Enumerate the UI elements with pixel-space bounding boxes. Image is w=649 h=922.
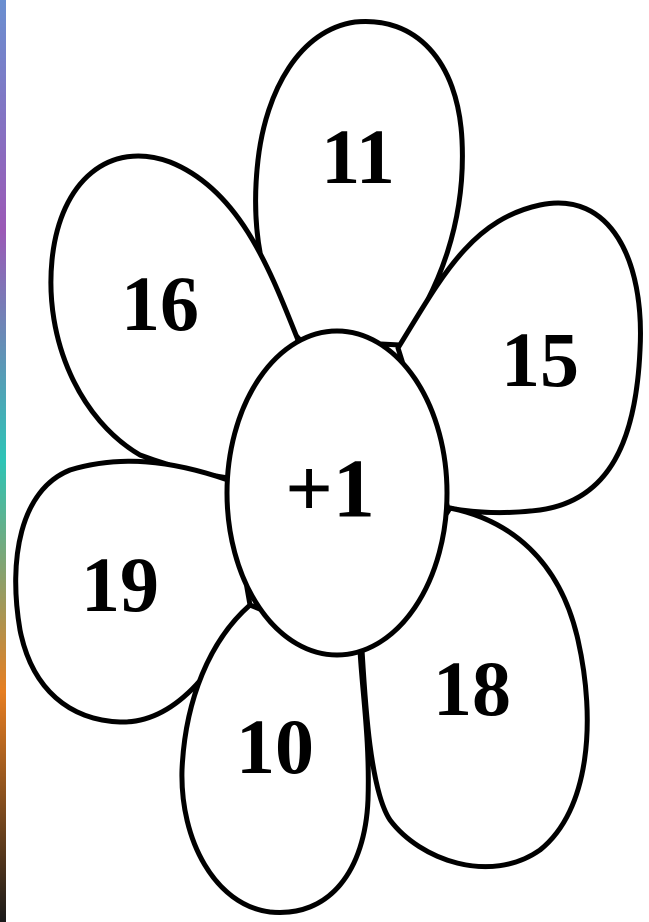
flower-center: +1: [227, 331, 447, 655]
petal-bottom-right-label: 18: [433, 645, 511, 732]
petal-top-label: 11: [321, 113, 395, 200]
petal-upper-left-label: 16: [121, 260, 199, 347]
flower-center-label: +1: [285, 442, 375, 535]
petal-right-label: 15: [501, 316, 579, 403]
petal-left-label: 19: [81, 541, 159, 628]
petal-bottom-left-label: 10: [236, 703, 314, 790]
